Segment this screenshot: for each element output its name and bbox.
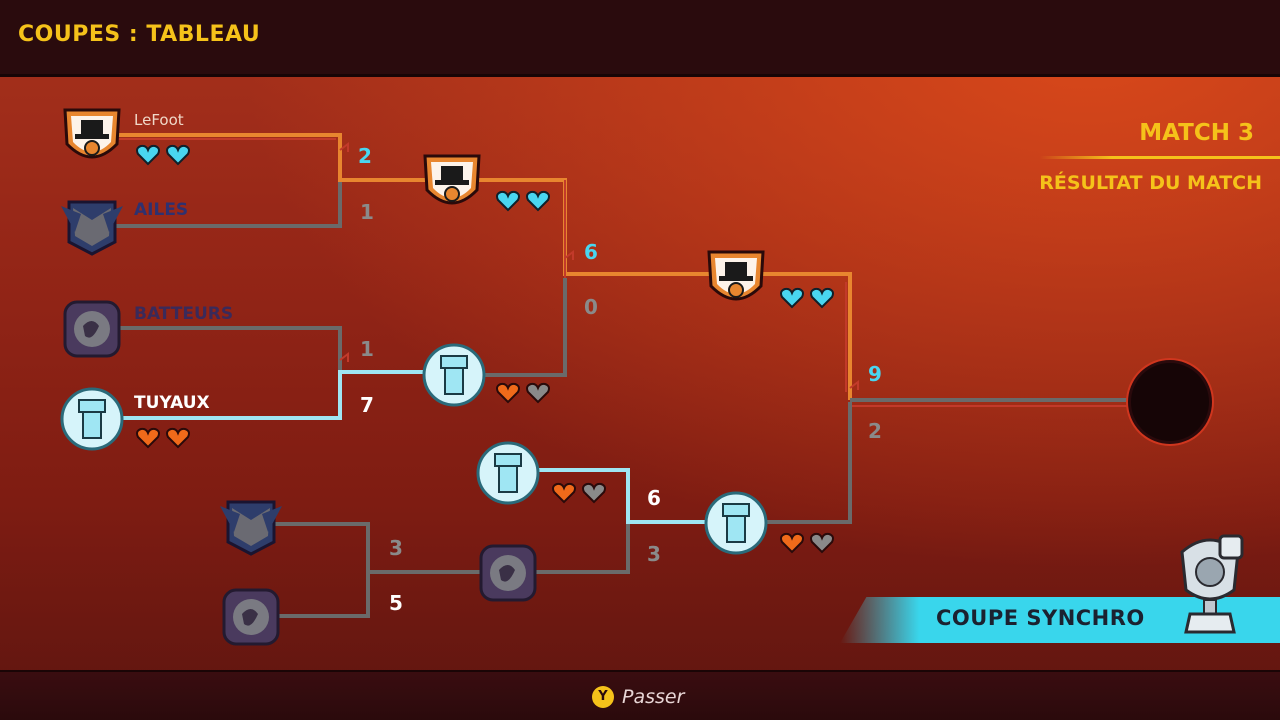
score-r3-bottom: 2 [868, 419, 882, 443]
skip-button[interactable]: Y Passer [592, 686, 684, 708]
line-r3-top [735, 272, 852, 400]
line-r3-bottom [735, 402, 852, 524]
top-bar: COUPES : TABLEAU [0, 0, 1280, 77]
heart-icon [552, 482, 576, 504]
pipe-crest-icon [60, 387, 124, 451]
hearts-r2-top [496, 190, 550, 212]
score-r3-top: 9 [868, 362, 882, 386]
heart-icon [166, 144, 190, 166]
hearts-lefoot [136, 144, 190, 166]
match-label: MATCH 3 [1139, 120, 1254, 146]
score-r1-m3-bottom: 5 [389, 591, 403, 615]
match-divider [1040, 156, 1280, 159]
skip-label: Passer [622, 686, 685, 708]
line-r1b-egg [250, 574, 370, 618]
hearts-tuyaux [136, 427, 190, 449]
team-name-ailes: AILES [134, 200, 189, 220]
team-name-tuyaux: TUYAUX [134, 393, 210, 413]
heart-icon [780, 532, 804, 554]
score-r2-m2-bottom: 3 [647, 542, 661, 566]
hearts-r3-bottom [780, 532, 834, 554]
heart-icon [582, 482, 606, 504]
line-tuyaux [92, 370, 425, 420]
egg-crest-icon [479, 544, 537, 602]
heart-icon [496, 190, 520, 212]
wings-crest-icon [61, 200, 123, 256]
score-r1-m1-bottom: 1 [360, 200, 374, 224]
score-r1-m2-top: 1 [360, 337, 374, 361]
line-lefoot [92, 133, 425, 182]
tophat-crest-icon [423, 154, 481, 205]
heart-icon [526, 382, 550, 404]
hearts-r3-top [780, 287, 834, 309]
heart-icon [136, 144, 160, 166]
line-r2b-egg [508, 524, 630, 574]
line-ailes [92, 182, 342, 228]
page-title: COUPES : TABLEAU [18, 22, 261, 47]
line-r2b-tuyaux [508, 468, 735, 524]
tophat-crest-icon [63, 108, 121, 159]
heart-icon [810, 287, 834, 309]
score-r1-m3-top: 3 [389, 536, 403, 560]
wings-crest-icon [220, 500, 282, 556]
line-r1b-wings [250, 522, 480, 574]
result-label: RÉSULTAT DU MATCH [1039, 172, 1262, 194]
y-button-icon: Y [592, 686, 614, 708]
heart-icon [136, 427, 160, 449]
egg-crest-icon [222, 588, 280, 646]
bottom-bar [0, 670, 1280, 720]
score-r1-m1-top: 2 [358, 144, 372, 168]
score-r2-m1-bottom: 0 [584, 295, 598, 319]
trophy-icon [1180, 534, 1244, 634]
score-r1-m2-bottom: 7 [360, 393, 374, 417]
team-name-batteurs: BATTEURS [134, 304, 234, 324]
line-batteurs [92, 326, 342, 372]
hearts-r2-bottom-tuyaux [552, 482, 606, 504]
cup-name: COUPE SYNCHRO [936, 606, 1145, 630]
egg-crest-icon [63, 300, 121, 358]
heart-icon [526, 190, 550, 212]
line-r2-tuyaux [450, 278, 567, 377]
heart-icon [810, 532, 834, 554]
score-r2-m2-top: 6 [647, 486, 661, 510]
pipe-crest-icon [422, 343, 486, 407]
pipe-crest-icon [476, 441, 540, 505]
team-name-lefoot: LeFoot [134, 111, 184, 129]
tophat-crest-icon [707, 250, 765, 301]
heart-icon [780, 287, 804, 309]
heart-icon [496, 382, 520, 404]
hearts-r2-tuyaux [496, 382, 550, 404]
score-r2-m1-top: 6 [584, 240, 598, 264]
pipe-crest-icon [704, 491, 768, 555]
heart-icon [166, 427, 190, 449]
final-slot [1128, 360, 1212, 444]
